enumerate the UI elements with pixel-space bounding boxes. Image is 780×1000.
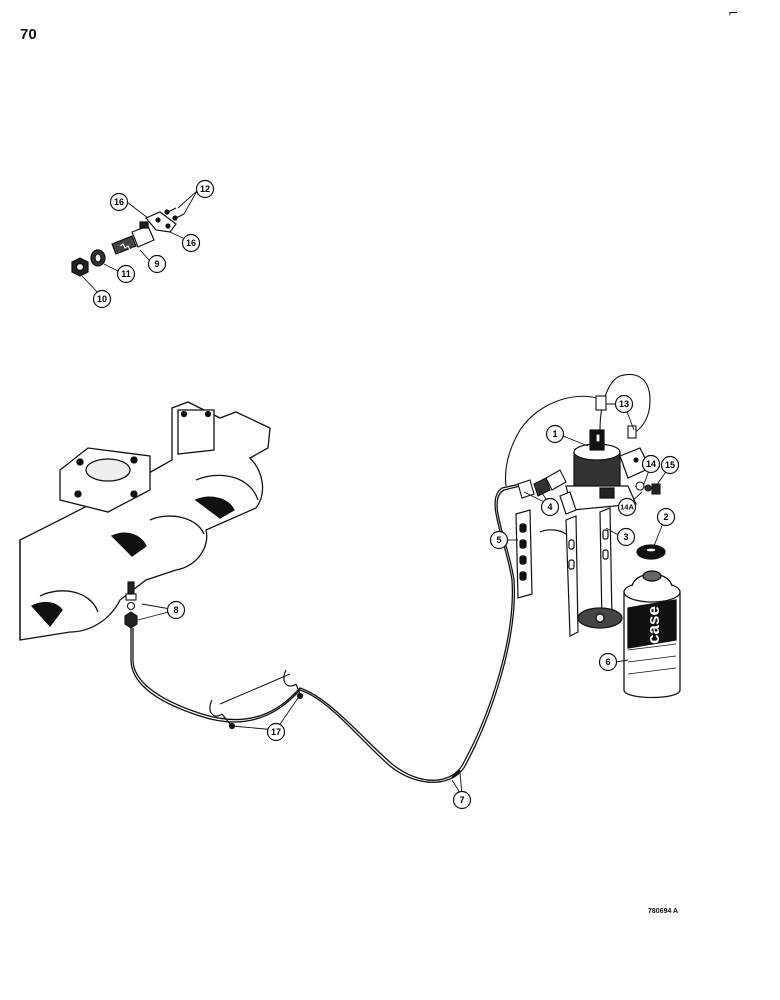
- callout-1: 1: [545, 424, 565, 444]
- callout-9: 9: [147, 254, 167, 274]
- callout-13: 13: [614, 394, 634, 414]
- washers-part-14-14a-15: [635, 481, 661, 495]
- svg-text:7: 7: [459, 795, 464, 805]
- primer-tube-part-7: [130, 483, 521, 783]
- ether-canister-part-6: case: [623, 570, 681, 699]
- svg-text:4: 4: [547, 502, 552, 512]
- callout-8: 8: [166, 600, 186, 620]
- callout-14: 14: [641, 454, 661, 474]
- leader-lines: [137, 403, 671, 797]
- callout-16-upper: 16: [109, 192, 129, 212]
- elbow-fitting-part-4: [517, 469, 567, 499]
- svg-text:17: 17: [271, 727, 281, 737]
- svg-text:6: 6: [605, 657, 610, 667]
- callout-4: 4: [540, 497, 560, 517]
- svg-text:9: 9: [154, 259, 159, 269]
- exhaust-manifold: [19, 401, 271, 641]
- svg-text:3: 3: [623, 532, 628, 542]
- mounting-bracket-part-3: [565, 507, 623, 637]
- svg-text:5: 5: [496, 535, 501, 545]
- callout-16-lower: 16: [181, 233, 201, 253]
- callout-6: 6: [598, 652, 618, 672]
- svg-text:10: 10: [97, 294, 107, 304]
- svg-text:16: 16: [114, 197, 124, 207]
- washer-part-11: [90, 249, 106, 267]
- page-number: 70: [20, 26, 37, 43]
- svg-text:16: 16: [186, 238, 196, 248]
- solenoid-valve-part-1: [559, 429, 651, 515]
- callout-17: 17: [266, 722, 286, 742]
- callout-12: 12: [195, 179, 215, 199]
- gasket-part-2: [636, 544, 666, 560]
- svg-text:13: 13: [619, 399, 629, 409]
- callout-2: 2: [656, 507, 676, 527]
- callout-11: 11: [116, 264, 136, 284]
- svg-text:8: 8: [173, 605, 178, 615]
- screw-part-12: [164, 207, 185, 221]
- svg-text:14: 14: [646, 459, 656, 469]
- canister-brand-text: case: [644, 606, 663, 644]
- clamp-plate-part-5: [515, 509, 567, 599]
- callout-3: 3: [616, 527, 636, 547]
- svg-text:1: 1: [552, 429, 557, 439]
- svg-text:11: 11: [121, 269, 131, 279]
- svg-text:14A: 14A: [620, 503, 634, 512]
- svg-text:2: 2: [663, 512, 668, 522]
- callout-15: 15: [660, 455, 680, 475]
- svg-text:12: 12: [200, 184, 210, 194]
- svg-text:15: 15: [665, 460, 675, 470]
- nut-part-10: [71, 257, 89, 277]
- switch-part-9: [111, 221, 155, 255]
- callout-14a: 14A: [617, 497, 637, 517]
- callout-10: 10: [92, 289, 112, 309]
- callout-5: 5: [489, 530, 509, 550]
- primer-fitting-part-8: [124, 581, 138, 629]
- wire-lead-part-13: [504, 374, 651, 487]
- corner-mark: ⌐: [728, 6, 739, 20]
- bracket-part-16: [145, 211, 177, 233]
- illustration-reference-code: 780694 A: [648, 908, 679, 915]
- callout-7: 7: [452, 790, 472, 810]
- switch-assembly-detail: [71, 190, 198, 296]
